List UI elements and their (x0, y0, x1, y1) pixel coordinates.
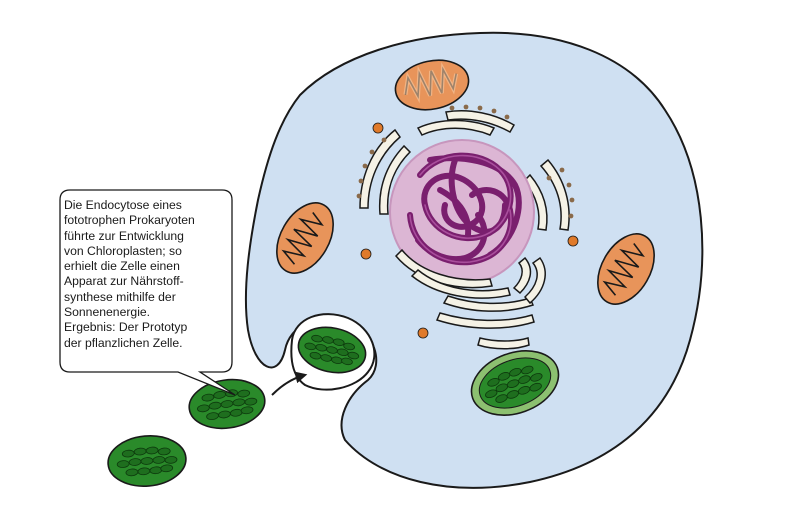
vesicle (372, 122, 384, 134)
caption-line: synthese mithilfe der (64, 289, 176, 304)
mitochondrion-left (276, 202, 334, 274)
speech-bubble-text: Die Endocytose eines fototrophen Prokary… (64, 198, 229, 351)
prokaryote-engulfed (297, 326, 367, 374)
caption-line: führte zur Entwicklung (64, 228, 184, 243)
caption-line: von Chloroplasten; so (64, 243, 182, 258)
caption-line: Die Endocytose eines (64, 198, 182, 212)
mitochondrion-right (597, 233, 655, 305)
caption-line: fototrophen Prokaryoten (64, 213, 195, 228)
ribosomes (356, 104, 575, 219)
chloroplast-in-cell (470, 350, 560, 416)
vesicle (360, 248, 372, 260)
prokaryote-approaching (188, 378, 266, 430)
vesicle (417, 327, 429, 339)
golgi-apparatus (394, 248, 546, 350)
speech-bubble (59, 189, 236, 396)
prokaryote-free (107, 435, 187, 487)
caption-line: Ergebnis: Der Prototyp (64, 320, 188, 335)
caption-line: erhielt die Zelle einen (64, 259, 180, 274)
mitochondrion-top (394, 59, 470, 111)
vesicle (567, 235, 579, 247)
rough-er (359, 110, 570, 231)
caption-line: Apparat zur Nährstoff- (64, 274, 184, 289)
endocytosis-arrow (271, 371, 308, 396)
caption-line: Sonnenenergie. (64, 305, 151, 320)
caption-line: der pflanzlichen Zelle. (64, 335, 183, 350)
chromatin-highlight (409, 154, 512, 264)
